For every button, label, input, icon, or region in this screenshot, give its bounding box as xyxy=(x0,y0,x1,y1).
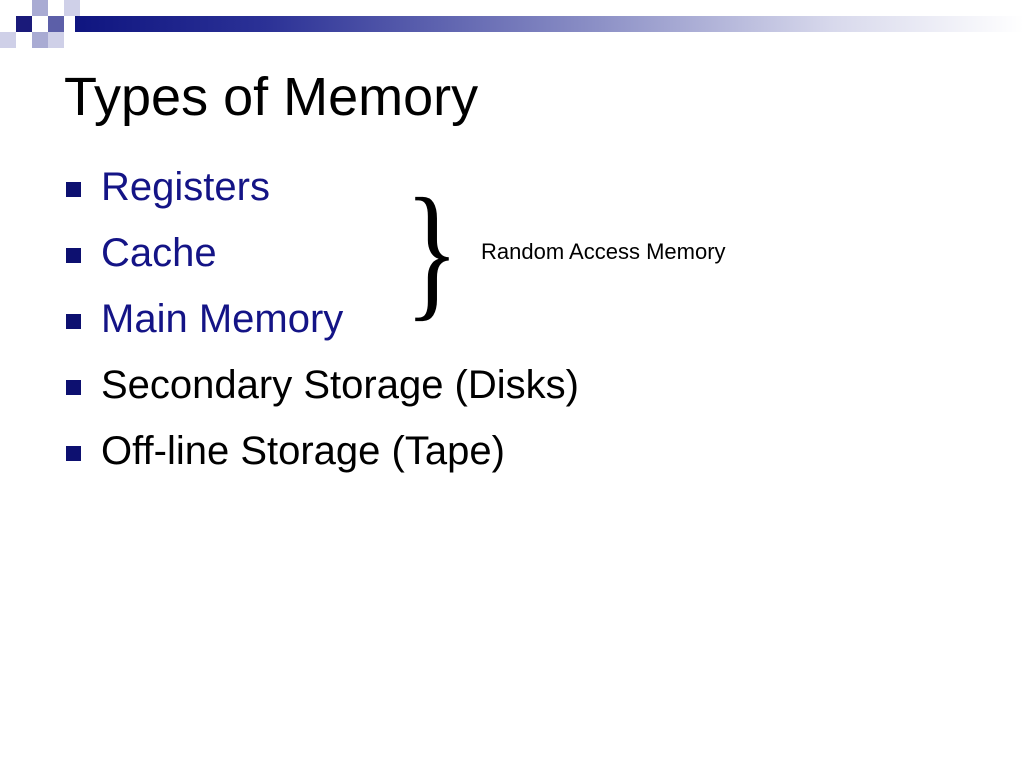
curly-brace-icon: } xyxy=(405,168,459,334)
bullet-item: Cache xyxy=(64,223,579,289)
bullet-text: Main Memory xyxy=(101,297,344,341)
header-square xyxy=(32,32,48,48)
bullet-text: Secondary Storage (Disks) xyxy=(101,363,579,407)
header-square xyxy=(48,32,64,48)
bullet-item: Registers xyxy=(64,157,579,223)
slide-title: Types of Memory xyxy=(64,67,479,127)
header-gradient-bar xyxy=(75,16,1024,32)
bullet-text: Off-line Storage (Tape) xyxy=(101,429,505,473)
square-bullet-icon xyxy=(66,380,81,395)
brace-annotation: Random Access Memory xyxy=(481,239,726,264)
square-bullet-icon xyxy=(66,248,81,263)
square-bullet-icon xyxy=(66,446,81,461)
header-square xyxy=(16,16,32,32)
header-square xyxy=(64,0,80,16)
header-square xyxy=(48,16,64,32)
square-bullet-icon xyxy=(66,182,81,197)
bullet-text: Cache xyxy=(101,231,217,275)
header-square xyxy=(0,32,16,48)
bullet-list: Registers Cache Main Memory Secondary St… xyxy=(64,157,579,487)
bullet-item: Main Memory xyxy=(64,289,579,355)
bullet-text: Registers xyxy=(101,165,270,209)
bullet-item: Secondary Storage (Disks) xyxy=(64,355,579,421)
header-square xyxy=(32,0,48,16)
bullet-item: Off-line Storage (Tape) xyxy=(64,421,579,487)
square-bullet-icon xyxy=(66,314,81,329)
